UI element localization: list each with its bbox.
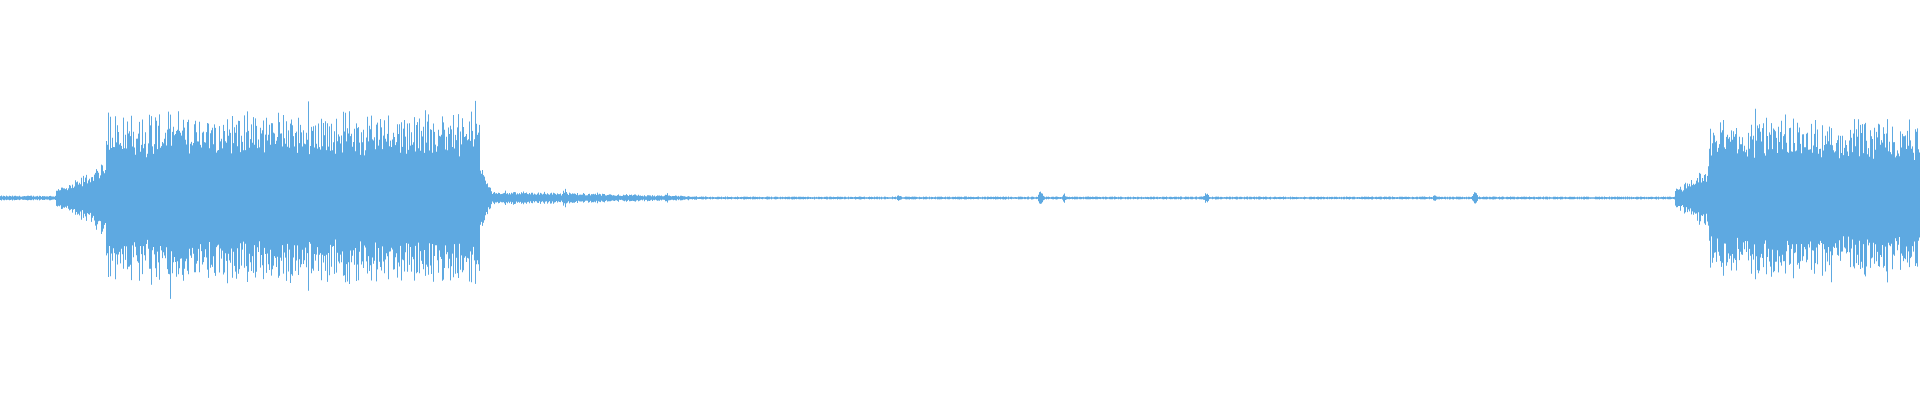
waveform-trace bbox=[0, 100, 1920, 299]
